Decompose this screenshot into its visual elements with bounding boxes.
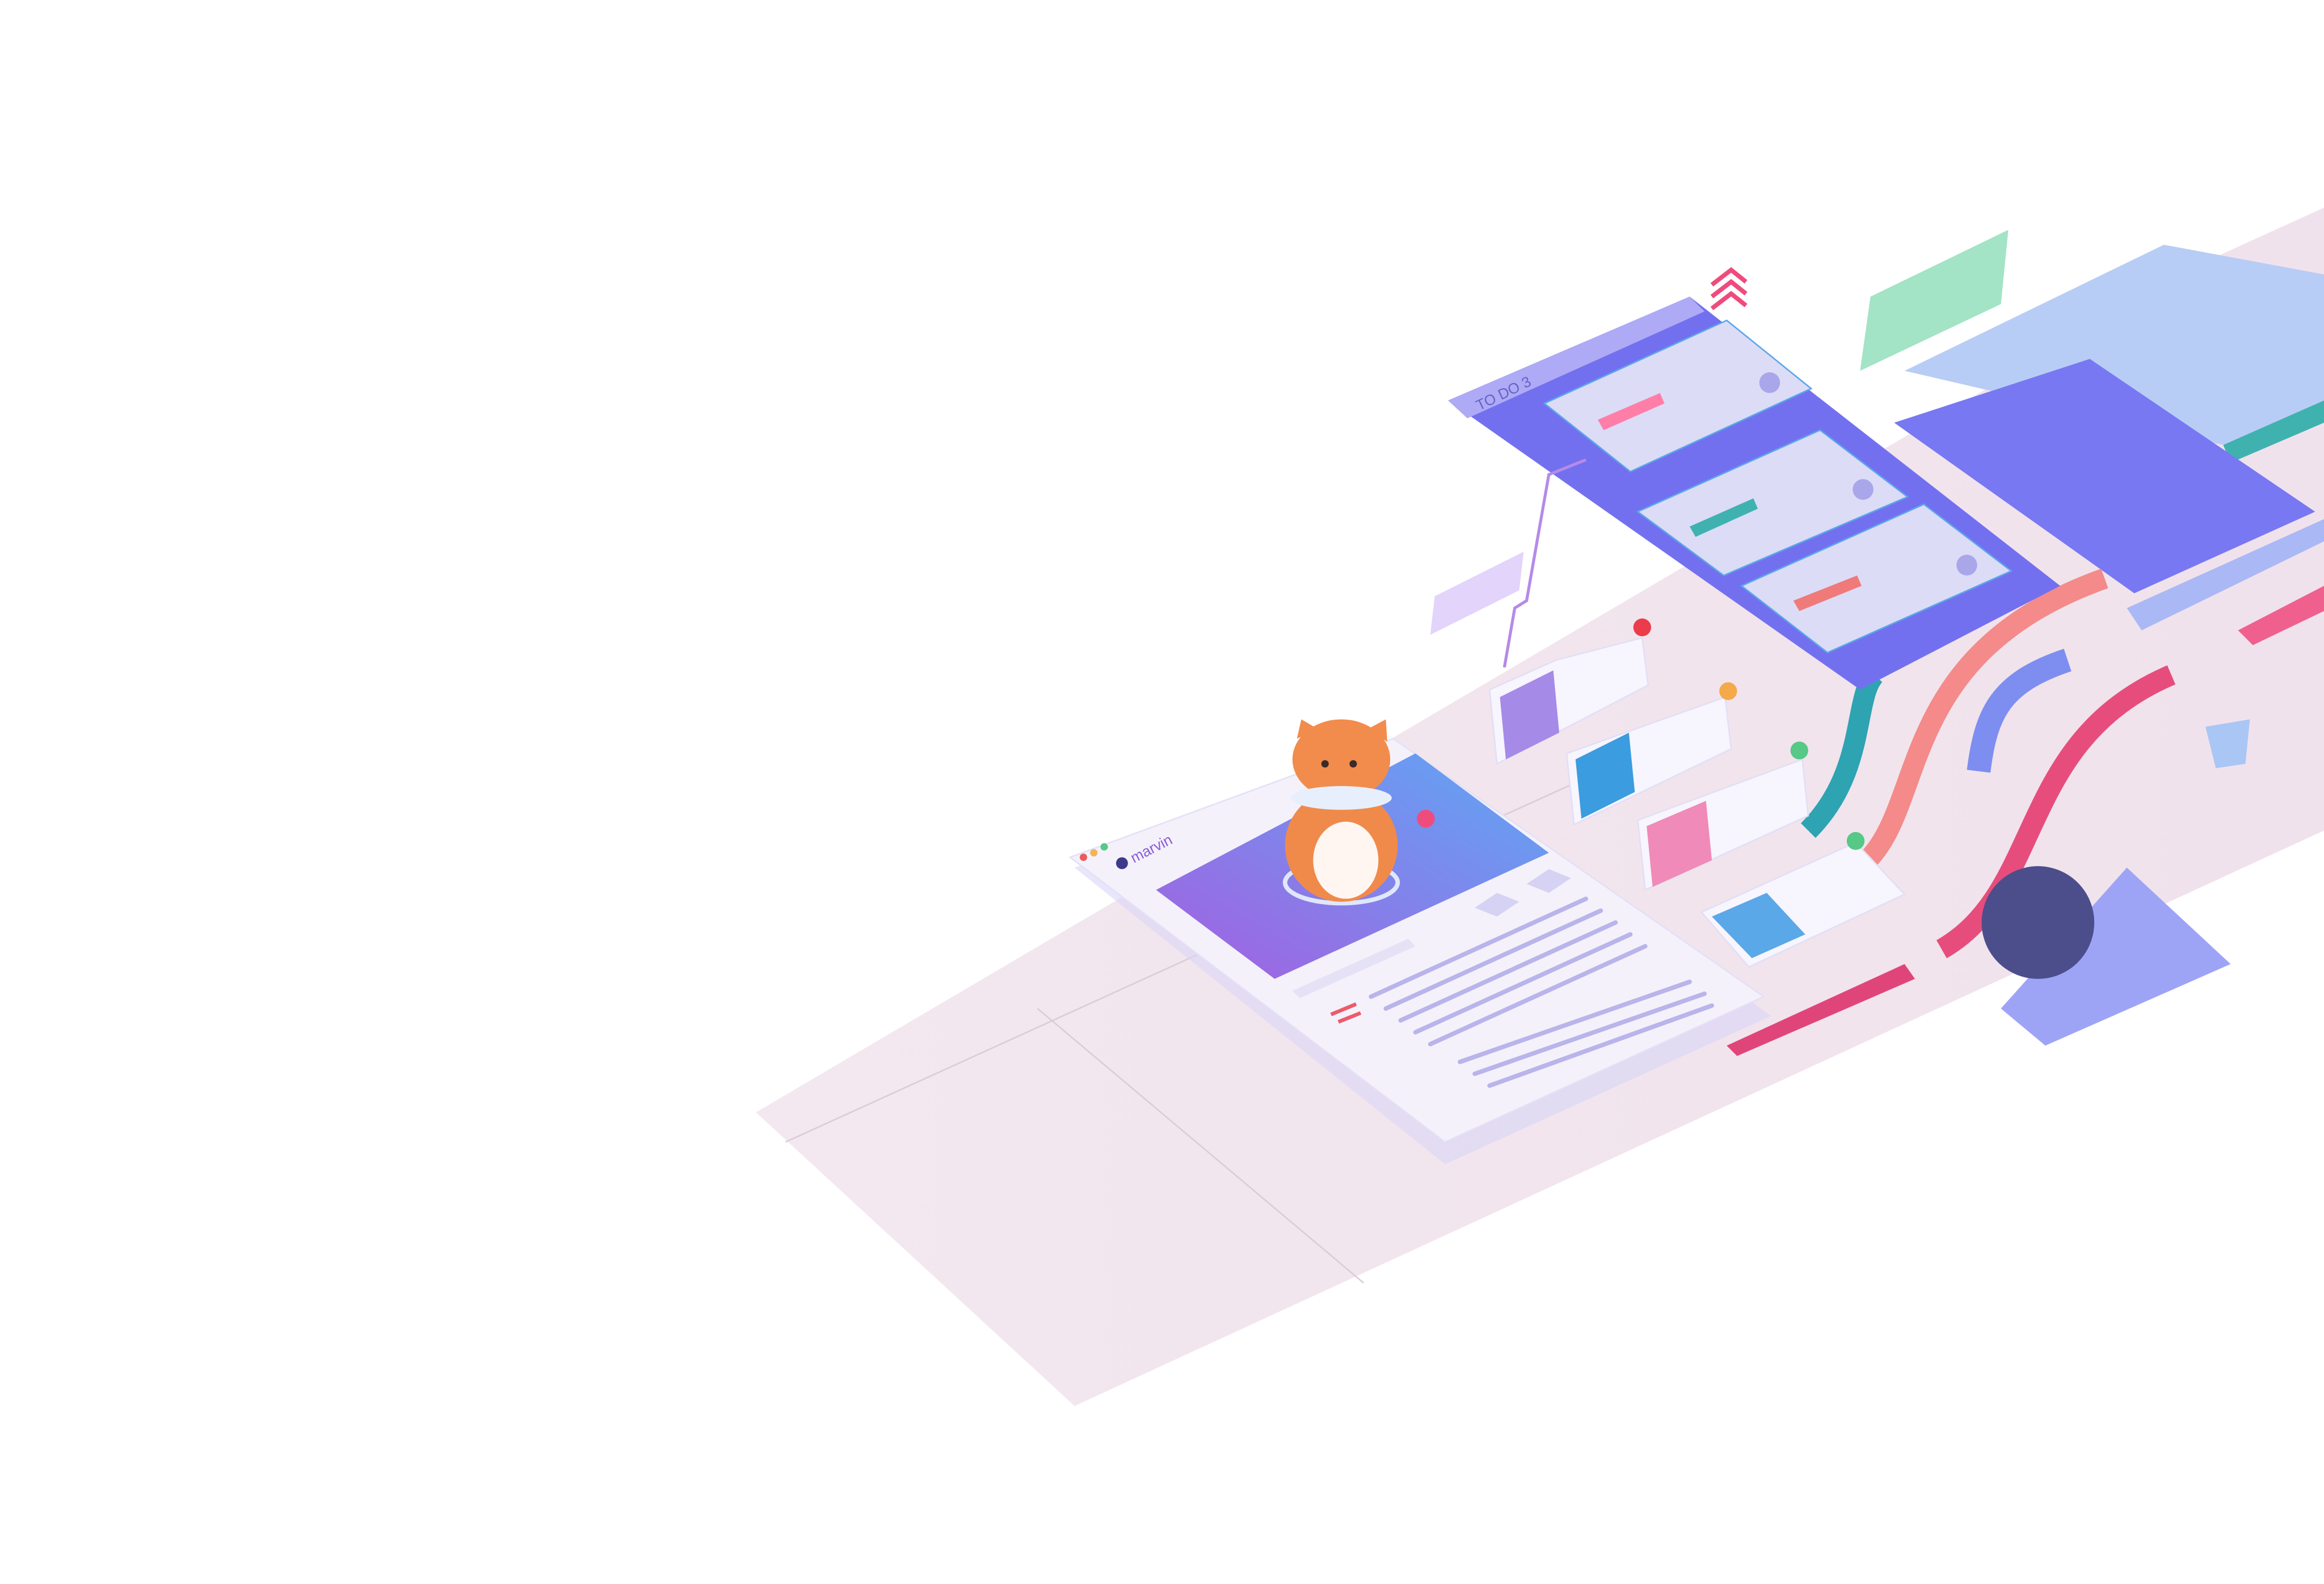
teal-strip bbox=[2223, 400, 2324, 463]
pink-bar bbox=[2238, 586, 2324, 645]
red-marks bbox=[1330, 1002, 1362, 1024]
user-card[interactable] bbox=[1637, 741, 1809, 891]
puzzle-piece bbox=[2205, 719, 2250, 768]
maximize-dot[interactable] bbox=[1100, 843, 1108, 851]
priority-chevrons-icon bbox=[1710, 267, 1748, 310]
lilac-card bbox=[1430, 552, 1524, 635]
teal-ribbon bbox=[1800, 667, 1883, 838]
cat-mascot bbox=[1282, 719, 1435, 906]
pink-ribbon bbox=[1860, 568, 2108, 868]
pill-button[interactable] bbox=[1526, 869, 1571, 893]
blue-ribbon bbox=[1967, 649, 2072, 773]
browser-window bbox=[1068, 737, 1766, 1143]
user-card[interactable] bbox=[1565, 682, 1737, 826]
user-card[interactable] bbox=[1700, 832, 1906, 968]
search-field[interactable] bbox=[1292, 939, 1416, 998]
red-bar bbox=[1727, 964, 1915, 1056]
floor-seam bbox=[1037, 1008, 1365, 1284]
user-card[interactable] bbox=[1488, 618, 1652, 765]
minimize-dot[interactable] bbox=[1090, 849, 1098, 857]
purple-base bbox=[2001, 867, 2231, 1046]
todo-card[interactable] bbox=[1543, 319, 1813, 473]
magenta-ribbon bbox=[1936, 665, 2176, 959]
marvin-logo-icon bbox=[1116, 857, 1128, 869]
close-dot[interactable] bbox=[1080, 853, 1088, 862]
connector-arrow bbox=[1502, 458, 1587, 668]
light-blue-bar bbox=[2127, 519, 2324, 631]
dark-circle bbox=[1981, 866, 2095, 979]
purple-panel bbox=[1894, 359, 2315, 594]
todo-board-header bbox=[1448, 296, 1705, 418]
text-lines bbox=[1369, 896, 1715, 1088]
pill-button[interactable] bbox=[1475, 893, 1519, 917]
todo-card[interactable] bbox=[1740, 503, 2013, 654]
todo-card[interactable] bbox=[1636, 429, 1909, 577]
green-card bbox=[1860, 230, 2009, 371]
